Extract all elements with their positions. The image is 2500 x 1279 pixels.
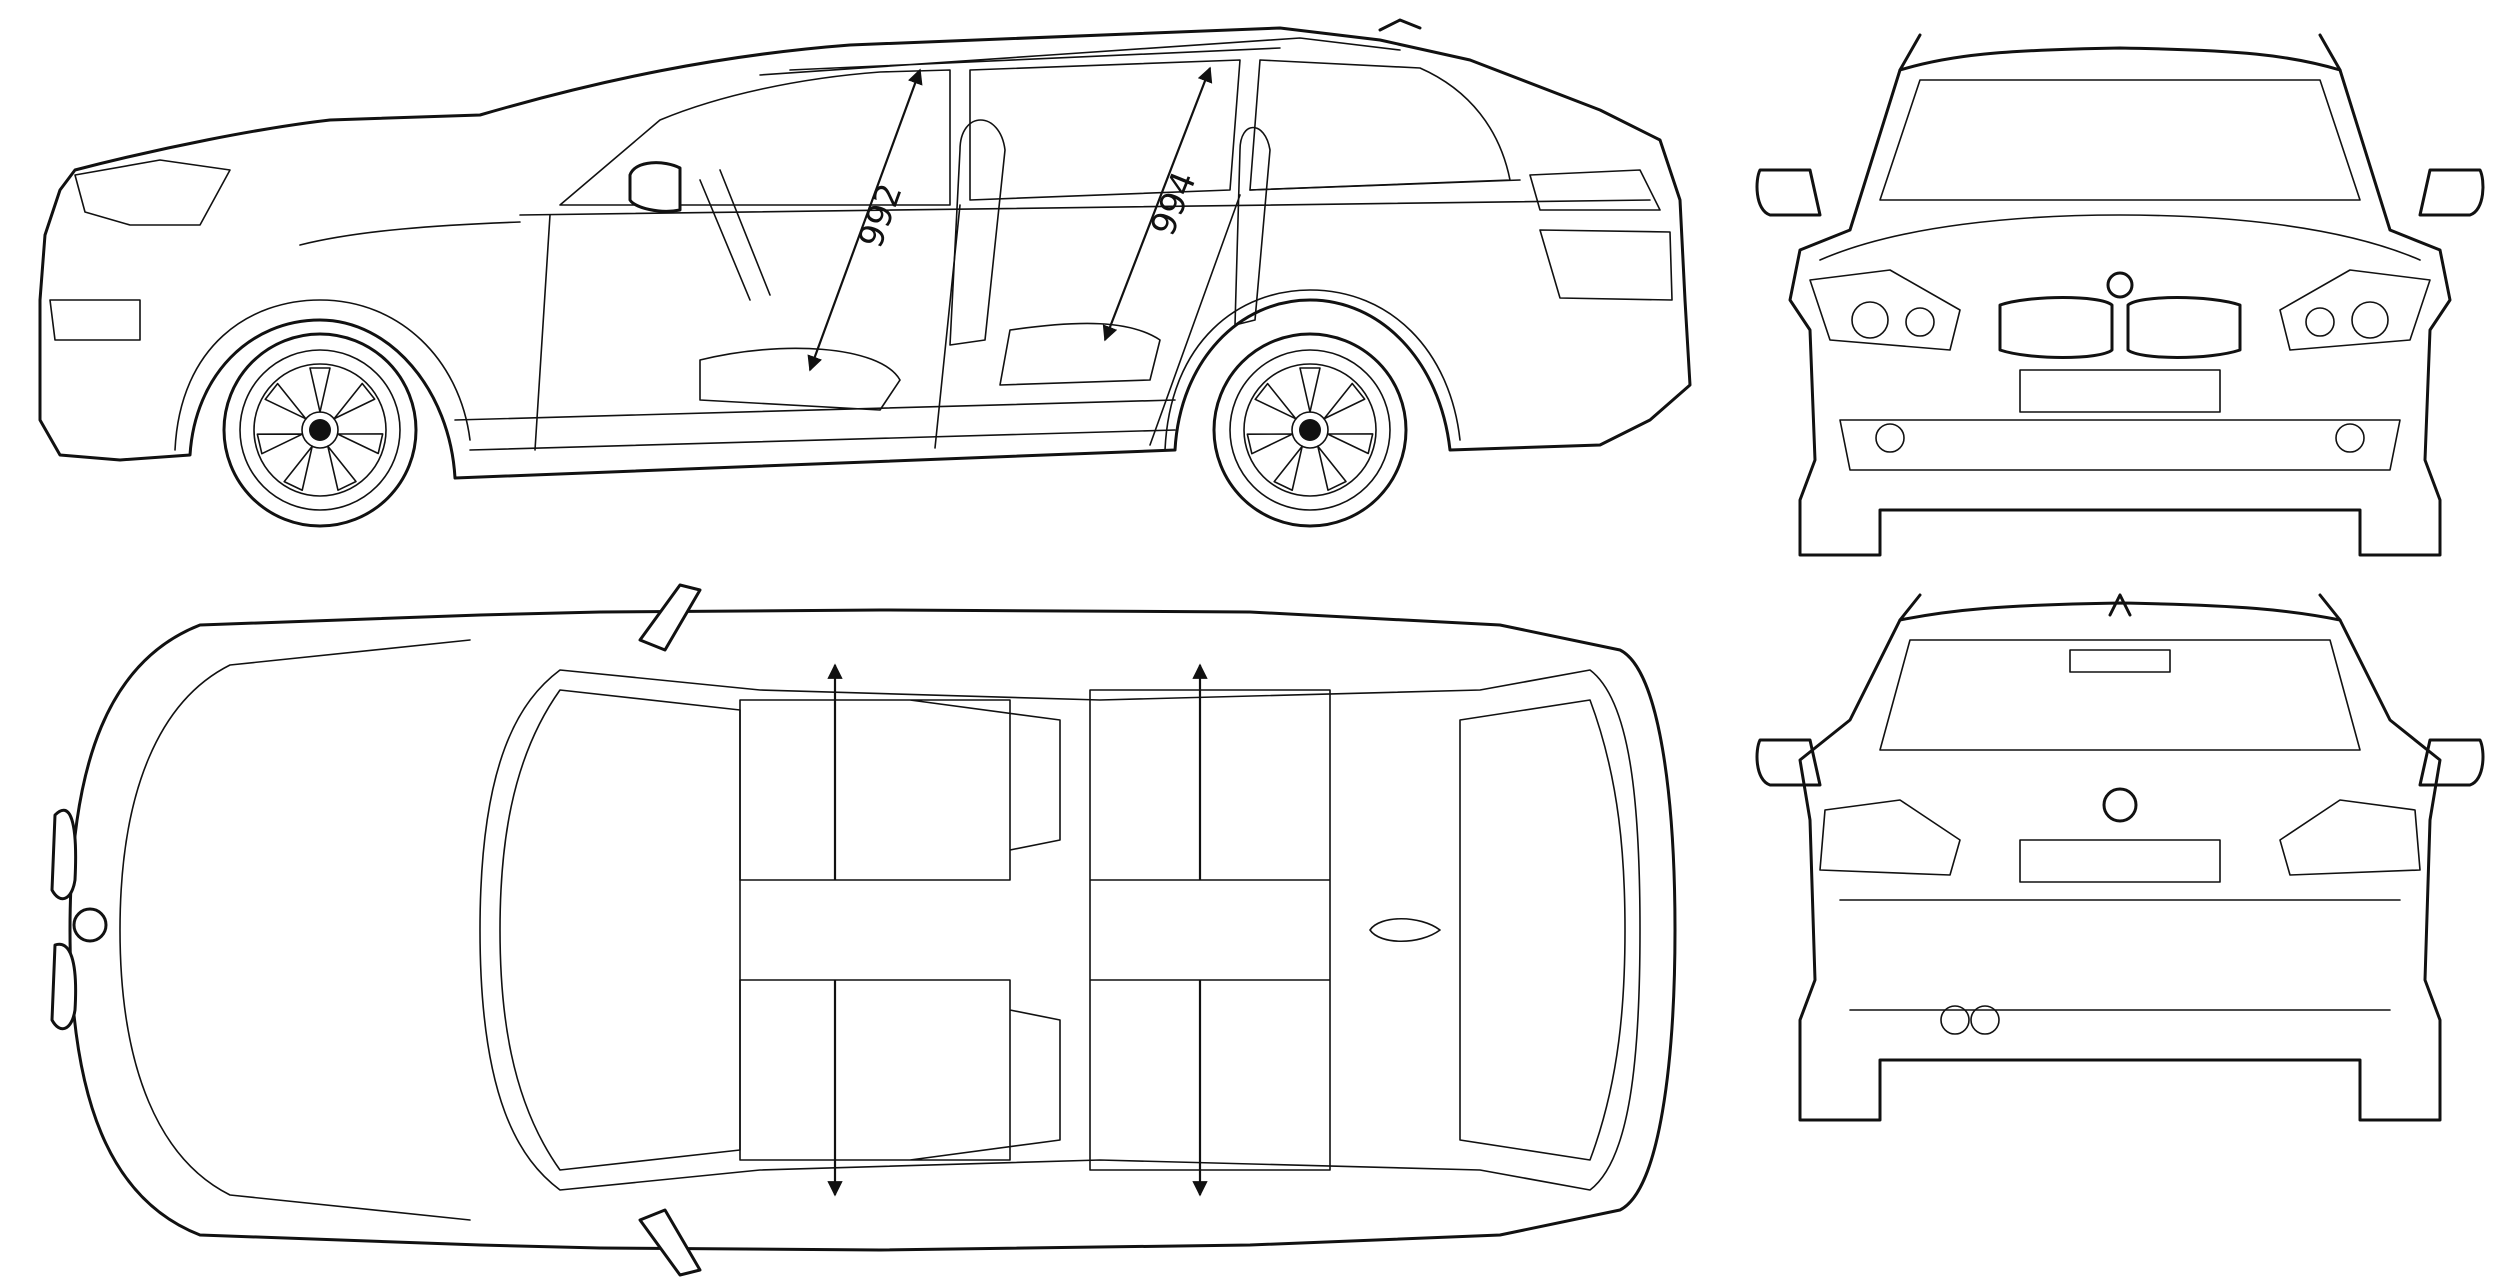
side-view: 992 994 <box>38 18 1692 528</box>
dimension-label-front-headroom: 992 <box>851 178 911 253</box>
dimension-label-rear-headroom: 994 <box>1143 166 1204 241</box>
top-view <box>50 583 1677 1277</box>
front-view <box>1755 33 2485 557</box>
rear-view <box>1755 593 2485 1122</box>
